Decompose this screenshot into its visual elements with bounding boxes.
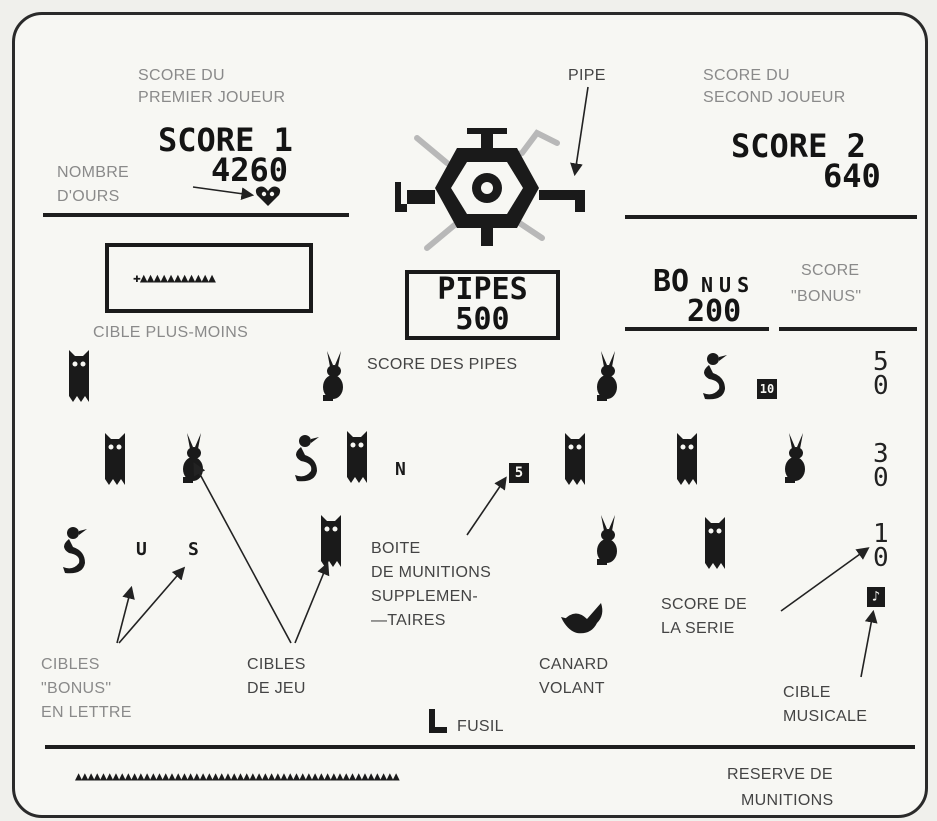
label-cibles-bonus-1: CIBLES xyxy=(41,656,100,673)
label-cibles-bonus-3: EN LETTRE xyxy=(41,704,132,721)
row3-score-digit1: 1 xyxy=(873,519,889,549)
score2-value: 640 xyxy=(823,157,881,195)
label-boite-3: SUPPLEMEN- xyxy=(371,588,479,605)
score2-title: SCORE 2 xyxy=(731,127,866,165)
duck-target-icon xyxy=(295,435,319,482)
label-reserve-2: MUNITIONS xyxy=(741,792,834,809)
label-canard-volant-2: VOLANT xyxy=(539,680,605,697)
row3-score-digit2: 0 xyxy=(873,543,889,573)
row2-score-digit1: 3 xyxy=(873,439,889,469)
label-canard-volant-1: CANARD xyxy=(539,656,609,673)
bonus-value: 200 xyxy=(687,294,742,329)
game-screen: SCORE DU PREMIER JOUEUR PIPE SCORE DU SE… xyxy=(12,12,928,818)
row2-score-digit2: 0 xyxy=(873,463,889,493)
arrow-cibles-jeu-2 xyxy=(294,562,330,644)
pipes-value: 500 xyxy=(455,302,510,337)
divider-score-bonus xyxy=(779,327,917,331)
label-cible-musicale-2: MUSICALE xyxy=(783,708,868,725)
plus-minus-target: ✚▲▲▲▲▲▲▲▲▲▲▲ xyxy=(133,271,216,286)
bear-icon xyxy=(255,186,281,206)
bonus-title-big: BO xyxy=(653,264,690,299)
label-score-bonus-1: SCORE xyxy=(801,262,860,279)
arrow-cibles-bonus-s xyxy=(118,566,186,644)
divider-bonus xyxy=(625,327,769,331)
label-boite-1: BOITE xyxy=(371,540,421,557)
label-score-serie-1: SCORE DE xyxy=(661,596,747,613)
pipes-score-box xyxy=(405,270,560,340)
arrow-pipe xyxy=(570,86,589,177)
label-reserve-1: RESERVE DE xyxy=(727,766,833,783)
ammo-box-five: 5 xyxy=(509,463,529,483)
score1-value: 4260 xyxy=(211,151,289,189)
duck-target-icon xyxy=(703,353,727,400)
label-score-second-joueur-2: SECOND JOUEUR xyxy=(703,89,846,106)
label-boite-4: —TAIRES xyxy=(371,612,446,629)
label-score-premier-joueur-2: PREMIER JOUEUR xyxy=(138,89,286,106)
label-score-serie-2: LA SERIE xyxy=(661,620,735,637)
label-boite-2: DE MUNITIONS xyxy=(371,564,492,581)
arrow-cible-musicale xyxy=(860,609,878,678)
score1-title: SCORE 1 xyxy=(158,121,293,159)
music-note-icon: ♪ xyxy=(867,587,885,607)
bonus-letter-n: N xyxy=(395,459,406,480)
label-score-des-pipes: SCORE DES PIPES xyxy=(367,356,518,373)
label-cibles-jeu-1: CIBLES xyxy=(247,656,306,673)
label-score-premier-joueur-1: SCORE DU xyxy=(138,67,225,84)
owl-target-icon xyxy=(705,517,725,569)
label-nombre-ours-1: NOMBRE xyxy=(57,164,130,181)
arrow-nombre-ours xyxy=(192,186,255,201)
row1-score-digit1: 5 xyxy=(873,347,889,377)
rabbit-target-icon xyxy=(597,351,617,401)
rabbit-target-icon xyxy=(323,351,343,401)
label-cible-plus-moins: CIBLE PLUS-MOINS xyxy=(93,324,249,341)
label-cibles-jeu-2: DE JEU xyxy=(247,680,306,697)
flying-duck-icon xyxy=(561,603,603,634)
arrow-cibles-jeu-1 xyxy=(193,462,292,644)
plus-minus-target-box xyxy=(105,243,313,313)
divider-bottom xyxy=(45,745,915,749)
bonus-title-small: NUS xyxy=(701,273,756,297)
owl-target-icon xyxy=(677,433,697,485)
divider-score2 xyxy=(625,215,917,219)
row1-score-digit2: 0 xyxy=(873,371,889,401)
owl-target-icon xyxy=(69,350,89,402)
callout-arrows xyxy=(116,86,878,678)
label-pipe: PIPE xyxy=(568,67,606,84)
owl-target-icon xyxy=(347,431,367,483)
bonus-letter-u: U xyxy=(136,539,147,560)
arrow-boite-munitions xyxy=(466,476,507,536)
label-cibles-bonus-2: "BONUS" xyxy=(41,680,112,697)
label-score-second-joueur-1: SCORE DU xyxy=(703,67,790,84)
rabbit-target-icon xyxy=(597,515,617,565)
label-score-bonus-2: "BONUS" xyxy=(791,288,862,305)
ammo-reserve: ▲▲▲▲▲▲▲▲▲▲▲▲▲▲▲▲▲▲▲▲▲▲▲▲▲▲▲▲▲▲▲▲▲▲▲▲▲▲▲▲… xyxy=(75,769,400,783)
divider-score1 xyxy=(43,213,349,217)
label-fusil: FUSIL xyxy=(457,718,504,735)
duck-target-icon xyxy=(63,527,87,574)
label-nombre-ours-2: D'OURS xyxy=(57,188,120,205)
pipes-title: PIPES xyxy=(437,272,528,307)
pipe-sprite xyxy=(395,128,585,251)
owl-target-icon xyxy=(565,433,585,485)
owl-target-icon xyxy=(105,433,125,485)
arrow-score-serie xyxy=(780,547,870,612)
rabbit-target-icon xyxy=(785,433,805,483)
label-cible-musicale-1: CIBLE xyxy=(783,684,831,701)
arrow-cibles-bonus-u xyxy=(116,585,135,644)
bonus-ten-box: 10 xyxy=(757,379,777,399)
bonus-letter-s: S xyxy=(188,539,199,560)
rifle-icon xyxy=(429,709,447,733)
